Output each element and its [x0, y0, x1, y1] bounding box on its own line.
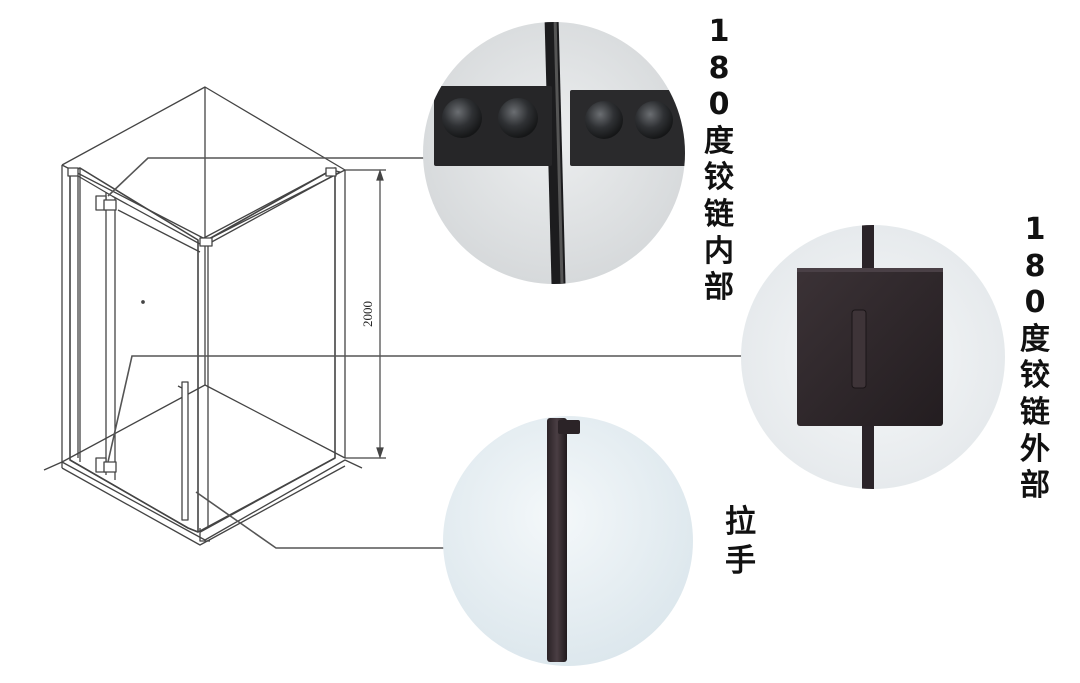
handle-bar [547, 418, 567, 662]
label-char: 部 [1020, 468, 1050, 504]
label-char: 铰 [1020, 358, 1050, 394]
label-char: 8 [708, 50, 730, 86]
shower-enclosure-drawing [43, 86, 363, 546]
height-dimension [345, 169, 386, 459]
label-char: 1 [708, 14, 730, 49]
label-char: 内 [704, 233, 734, 269]
label-char: 拉 [725, 504, 756, 540]
inner-hinge-detail [423, 22, 685, 284]
handle-label: 拉手 [725, 503, 756, 581]
label-char: 铰 [704, 160, 734, 196]
knob-icon [585, 101, 623, 139]
outer-hinge-detail [741, 225, 1005, 489]
knob-icon [635, 101, 673, 139]
knob-icon [442, 98, 482, 138]
callout-leaders [107, 157, 744, 549]
label-char: 度 [1020, 321, 1050, 357]
outer-hinge-plate [797, 268, 943, 426]
leader-handle [195, 491, 448, 549]
label-char: 0 [1024, 285, 1046, 321]
height-dimension-label: 2000 [360, 301, 375, 327]
label-char: 度 [704, 123, 734, 159]
label-char: 手 [725, 542, 756, 579]
outer-hinge-knuckle [851, 309, 867, 389]
handle-mark [181, 381, 189, 521]
label-char: 8 [1024, 248, 1046, 284]
label-char: 0 [708, 87, 730, 123]
handle-detail [443, 416, 693, 666]
ceiling-outline [61, 86, 346, 241]
leader-outer-hinge [107, 355, 744, 463]
label-char: 外 [1020, 431, 1050, 467]
label-char: 1 [1024, 212, 1046, 247]
label-char: 链 [704, 196, 734, 232]
label-char: 部 [704, 270, 734, 306]
leader-inner-hinge [107, 157, 430, 197]
label-char: 链 [1020, 394, 1050, 430]
knob-icon [498, 98, 538, 138]
handle-circle [443, 416, 693, 666]
